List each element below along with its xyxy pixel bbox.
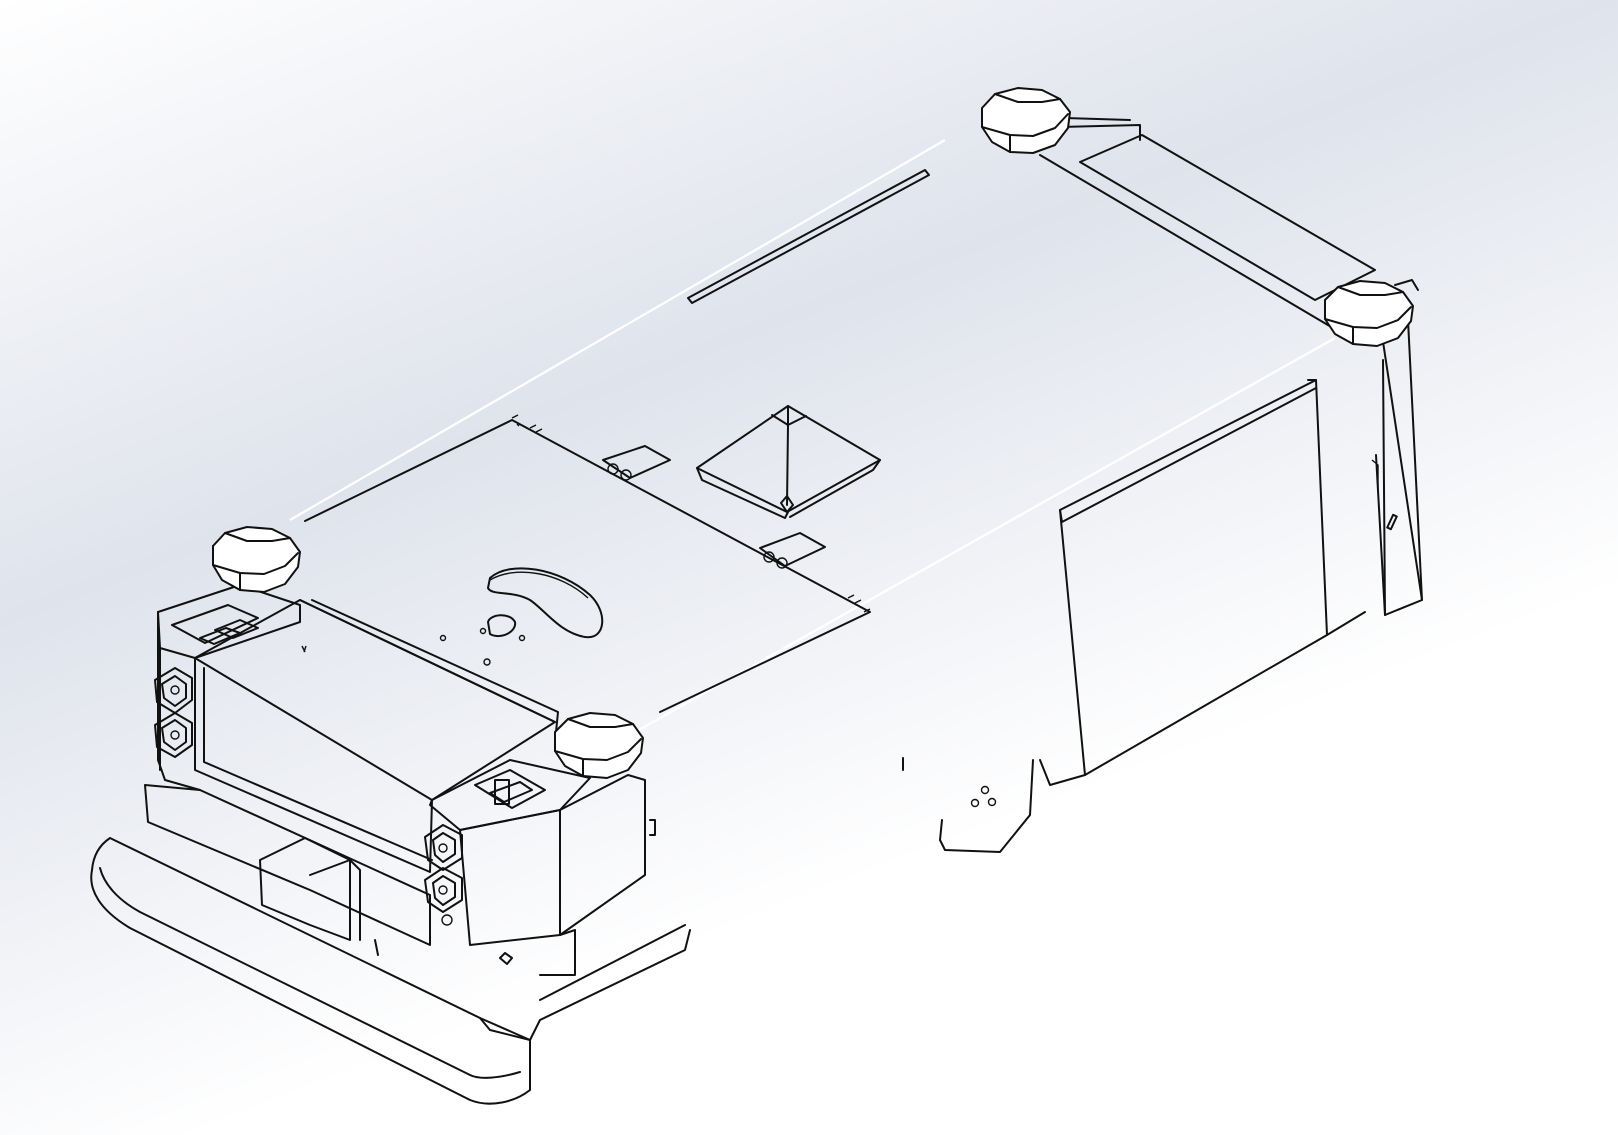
center-cover-inset <box>203 667 433 861</box>
corner-bumper-front-right[interactable] <box>554 712 644 779</box>
top-slot <box>687 169 930 304</box>
rear-corner-post-outer <box>1407 319 1423 601</box>
right-side-skirt-top <box>539 924 686 1001</box>
left-bolt-stack <box>154 667 193 758</box>
small-connector <box>439 614 526 666</box>
rear-frame-lower-edge <box>1039 154 1361 345</box>
front-left-edge <box>157 611 201 791</box>
front-bumper-inner-edge <box>99 867 521 1079</box>
rear-indicator <box>1386 513 1398 531</box>
front-right-side <box>559 774 646 936</box>
sensor-pad-bottom <box>759 532 826 569</box>
curved-slot <box>487 567 604 639</box>
front-module[interactable] <box>90 584 691 1105</box>
front-bumper-corner <box>479 1017 531 1041</box>
rear-recess <box>1079 134 1376 301</box>
side-door-top-lip <box>1059 387 1317 523</box>
inner-plate-outline <box>304 419 871 713</box>
front-right-connector <box>474 769 546 809</box>
center-cover-front <box>194 657 433 873</box>
caster-housing-edge <box>309 859 361 941</box>
caster-bolt <box>499 952 513 965</box>
plate-marks <box>511 414 871 613</box>
center-cover-ridge <box>299 599 556 723</box>
front-right-latch <box>649 819 656 836</box>
curved-slot-inner <box>489 571 589 599</box>
corner-bumper-rear-right[interactable] <box>1324 279 1419 347</box>
rear-latch <box>1371 459 1379 490</box>
front-bumper[interactable] <box>90 837 531 1105</box>
center-cover-rear-lip <box>311 599 559 733</box>
caster-housing <box>259 837 351 941</box>
rear-corner-post-inner <box>1382 359 1386 616</box>
top-plate[interactable] <box>289 139 1336 746</box>
pyramid-cover <box>696 405 881 519</box>
corner-bumper-rear-left[interactable] <box>981 87 1071 154</box>
center-cover-mark <box>301 645 307 653</box>
sensor-pad-top <box>602 445 671 481</box>
right-bolt-stack <box>424 824 463 926</box>
top-plate-left-silhouette <box>289 139 946 521</box>
corner-bumper-front-left[interactable] <box>212 526 301 593</box>
front-left-hatch <box>171 604 259 644</box>
caster-post <box>374 939 379 956</box>
lower-right-panel <box>539 929 576 976</box>
side-lower-edge <box>1326 611 1366 636</box>
wheel-bracket <box>902 757 1086 853</box>
right-side-skirt <box>529 929 691 1041</box>
lower-front-panel <box>144 784 431 946</box>
